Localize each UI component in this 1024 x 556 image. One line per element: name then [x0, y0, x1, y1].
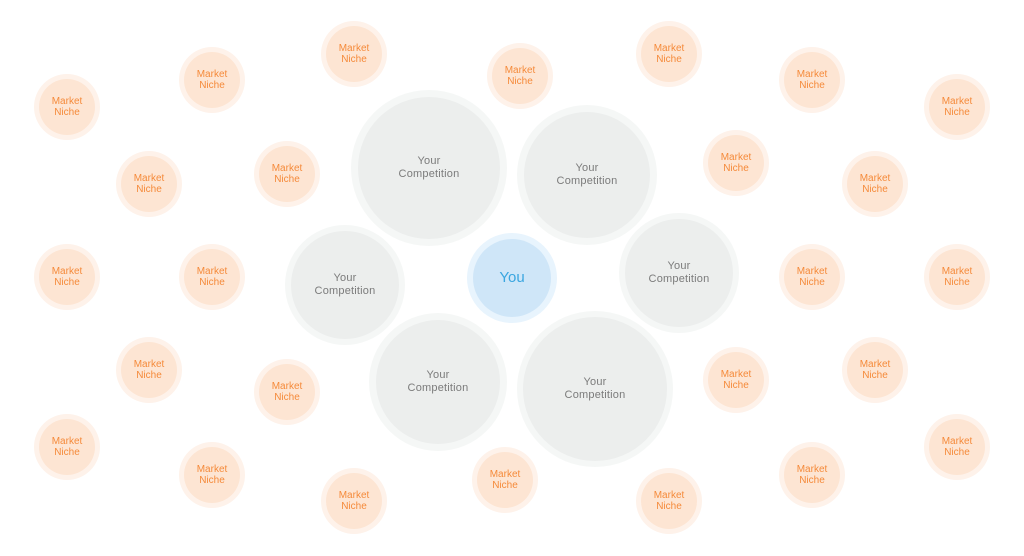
market-niche-bubble-label: Niche — [723, 163, 749, 174]
market-niche-bubble-label: Market — [796, 265, 828, 277]
market-niche-bubble-label: Niche — [799, 475, 825, 486]
market-niche-bubble-label: Market — [859, 358, 891, 370]
market-niche-bubble-label: Market — [796, 463, 828, 475]
market-niche-bubble-label: Niche — [199, 277, 225, 288]
market-niche-bubble-label: Market — [653, 42, 685, 54]
market-niche-bubble-label: Niche — [507, 76, 533, 87]
market-niche-bubble-label: Niche — [492, 480, 518, 491]
market-niche-bubble-label: Market — [196, 68, 228, 80]
market-niche-bubble-label: Market — [196, 463, 228, 475]
market-niche-bubble-label: Market — [271, 380, 303, 392]
market-niche-bubble-label: Niche — [136, 184, 162, 195]
market-niche-bubble-label: Niche — [54, 107, 80, 118]
competition-bubble-label: Competition — [407, 382, 469, 394]
market-niche-bubble-label: Niche — [862, 370, 888, 381]
market-niche-bubble-label: Market — [504, 64, 536, 76]
market-niche-bubble-label: Niche — [656, 54, 682, 65]
competition-bubble-label: Your — [333, 272, 357, 285]
competition-bubble-label: Your — [417, 155, 441, 168]
market-niche-bubble-label: Niche — [199, 475, 225, 486]
market-niche-bubble-label: Niche — [723, 380, 749, 391]
market-niche-bubble-label: Market — [941, 95, 973, 107]
market-niche-bubble-label: Niche — [862, 184, 888, 195]
market-niche-bubble-label: Niche — [341, 54, 367, 65]
market-niche-bubble-label: Market — [338, 42, 370, 54]
competition-bubble-label: Competition — [314, 285, 376, 297]
competition-bubble-label: Your — [583, 376, 607, 389]
market-niche-bubble-label: Market — [196, 265, 228, 277]
market-niche-bubble-label: Niche — [274, 174, 300, 185]
market-niche-bubble-label: Market — [489, 468, 521, 480]
market-niche-bubble-label: Niche — [199, 80, 225, 91]
market-niche-bubble-label: Niche — [944, 107, 970, 118]
market-niche-bubble-label: Market — [653, 489, 685, 501]
market-niche-bubble-label: Market — [859, 172, 891, 184]
market-niche-bubble-label: Market — [796, 68, 828, 80]
competition-bubble-label: Your — [575, 162, 599, 175]
competition-bubble-label: Your — [426, 369, 450, 382]
competition-bubble-label: Competition — [564, 389, 626, 401]
market-niche-bubble-label: Market — [720, 368, 752, 380]
market-niche-bubble-label: Market — [51, 95, 83, 107]
market-niche-bubble-label: Market — [133, 358, 165, 370]
market-niche-bubble-label: Niche — [54, 447, 80, 458]
market-niche-bubble-label: Niche — [274, 392, 300, 403]
you-bubble-label: You — [499, 269, 525, 287]
market-niche-bubble-label: Niche — [136, 370, 162, 381]
competition-bubble-label: Competition — [648, 273, 710, 285]
market-niche-bubble-label: Market — [271, 162, 303, 174]
competition-bubble-label: Competition — [556, 175, 618, 187]
market-niche-bubble-label: Niche — [799, 80, 825, 91]
market-niche-bubble-label: Market — [941, 265, 973, 277]
competition-bubble-label: Competition — [398, 168, 460, 180]
market-niche-bubble-label: Market — [133, 172, 165, 184]
market-niche-bubble-label: Market — [51, 435, 83, 447]
market-niche-bubble-label: Market — [338, 489, 370, 501]
market-niche-bubble-label: Niche — [54, 277, 80, 288]
market-niche-bubble-label: Niche — [944, 447, 970, 458]
market-niche-bubble-label: Niche — [799, 277, 825, 288]
you-bubble: You — [473, 239, 551, 317]
market-niche-bubble-label: Market — [51, 265, 83, 277]
competition-bubble-label: Your — [667, 260, 691, 273]
market-niche-bubble-label: Niche — [944, 277, 970, 288]
market-niche-bubble-label: Niche — [656, 501, 682, 512]
market-niche-bubble-label: Market — [941, 435, 973, 447]
market-niche-bubble-label: Niche — [341, 501, 367, 512]
market-niche-bubble-label: Market — [720, 151, 752, 163]
